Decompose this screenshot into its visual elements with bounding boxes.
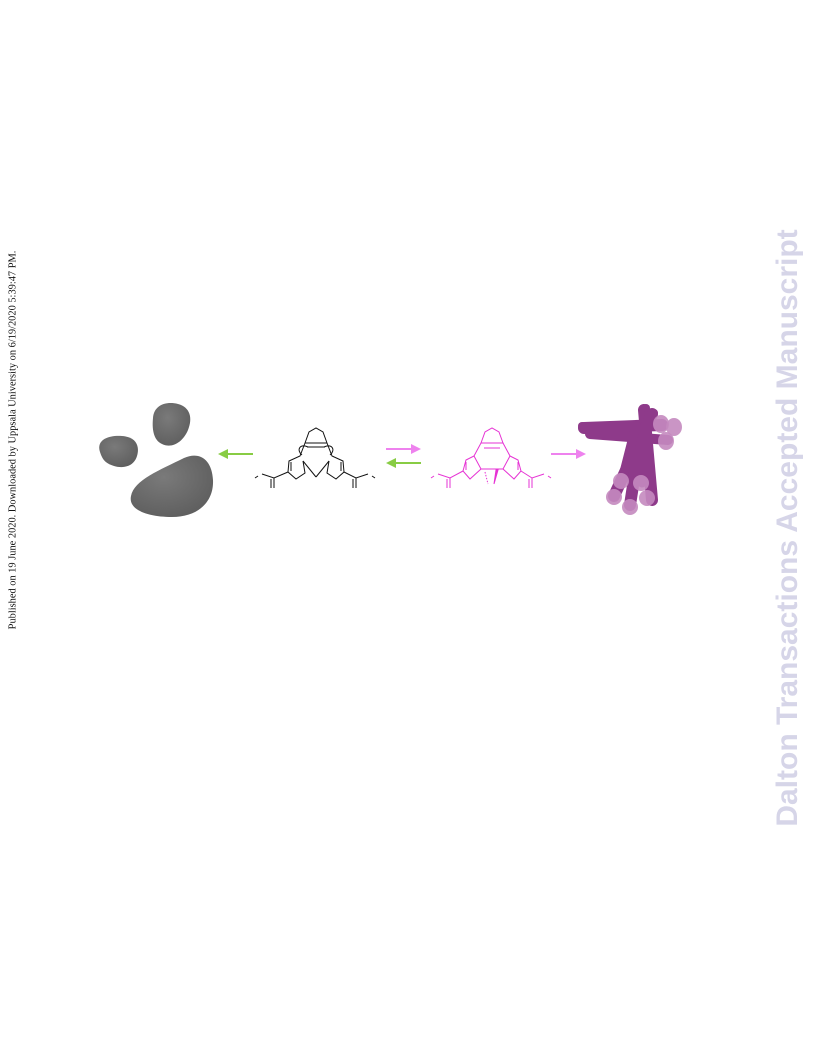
- fiber-strand: [624, 434, 646, 511]
- fiber-bundle: [578, 404, 682, 515]
- arrow-visible-to-aggregates: [218, 449, 253, 459]
- fiber-end-cap: [606, 489, 622, 505]
- fiber-tip: [578, 422, 586, 430]
- fiber-strand: [617, 420, 641, 485]
- fiber-end-cap: [639, 490, 655, 506]
- fiber-end-cap: [613, 473, 629, 489]
- fiber-strand: [637, 415, 653, 488]
- fiber-end-cap: [666, 418, 682, 436]
- fiber-end-cap: [622, 499, 638, 515]
- fiber-end-cap: [653, 415, 669, 433]
- fiber-end-cap: [658, 432, 674, 450]
- open-ring-molecule: [254, 427, 376, 488]
- fiber-tip: [650, 409, 658, 417]
- aggregate-blob-large: [130, 455, 214, 517]
- aggregate-blob-top: [152, 403, 191, 446]
- arrow-visible-back: [386, 458, 421, 468]
- closed-ring-molecule: [430, 427, 552, 488]
- fiber-end-cap: [633, 475, 649, 491]
- arrow-uv-forward: [386, 444, 421, 454]
- amorphous-aggregates: [99, 403, 214, 517]
- fiber-tip: [642, 404, 650, 412]
- arrow-uv-to-fibers: [551, 449, 586, 459]
- aggregate-blob-small: [99, 435, 138, 468]
